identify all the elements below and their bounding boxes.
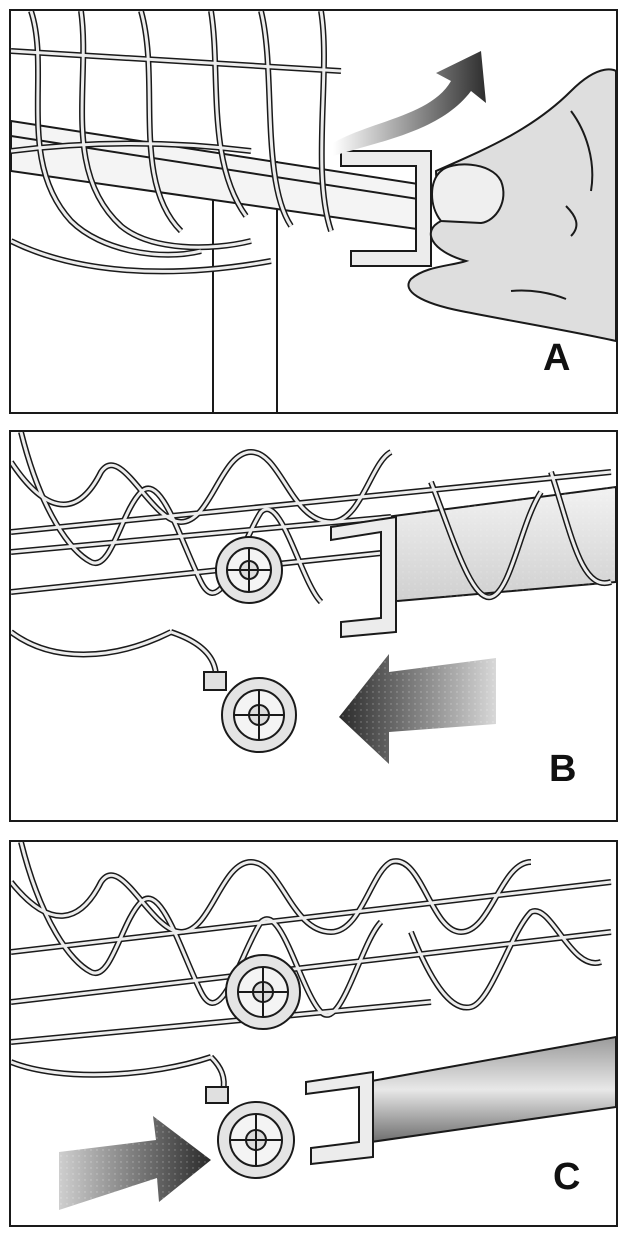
lower-wheel-icon	[205, 1086, 295, 1179]
step-label-c: C	[553, 1156, 581, 1198]
upper-wheel-icon	[225, 954, 301, 1030]
drawer-rail	[364, 1035, 616, 1144]
step-label-b: B	[549, 748, 577, 790]
lower-wheel-icon	[203, 671, 297, 753]
step-a-panel: A	[9, 9, 618, 414]
step-c-panel: C	[9, 840, 618, 1227]
step-c-illustration	[11, 842, 616, 1210]
step-a-illustration	[11, 11, 616, 412]
rail-stopper-clip	[340, 150, 432, 267]
step-b-illustration	[11, 432, 616, 764]
upper-wheel-icon	[215, 536, 283, 604]
lift-arrow-icon	[333, 51, 486, 156]
rail-stopper-clip	[305, 1070, 374, 1166]
rail-stopper-clip	[330, 515, 397, 639]
hand	[407, 68, 616, 343]
step-label-a: A	[543, 337, 571, 379]
step-b-panel: B	[9, 430, 618, 822]
thumb	[431, 163, 505, 225]
